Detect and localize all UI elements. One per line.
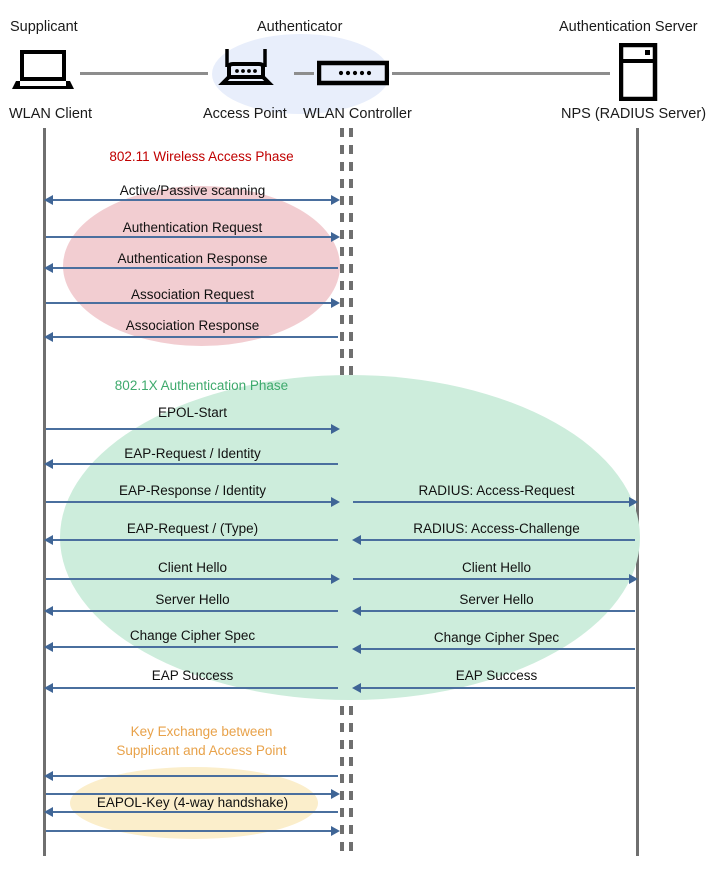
role-label-authenticator: Authenticator [257, 19, 343, 35]
arrowhead-left-change-cipher-spec-right [352, 644, 361, 654]
wire-ap-to-controller [294, 72, 314, 75]
arrowhead-right-client-hello-right [629, 574, 638, 584]
arrowhead-right-eap-response-identity [331, 497, 340, 507]
access-point-icon [217, 47, 275, 92]
message-label-client-hello-right: Client Hello [461, 560, 532, 575]
message-arrow-key-exchange-1 [46, 775, 338, 777]
arrowhead-right-authentication-request [331, 232, 340, 242]
message-label-eap-success-right: EAP Success [455, 668, 538, 683]
message-arrow-key-exchange-4 [46, 830, 336, 832]
arrowhead-left-key-exchange-3 [44, 807, 53, 817]
message-label-epol-start: EPOL-Start [157, 405, 228, 420]
device-label-nps-radius-server: NPS (RADIUS Server) [561, 106, 707, 122]
message-arrow-eap-request-type [46, 539, 338, 541]
message-label-eap-request-type: EAP-Request / (Type) [126, 521, 259, 536]
message-label-eap-response-identity: EAP-Response / Identity [118, 483, 267, 498]
message-label-eap-success-left: EAP Success [151, 668, 234, 683]
phase-key-exchange-title-line2: Supplicant and Access Point [116, 743, 287, 758]
arrowhead-right-key-exchange-4 [331, 826, 340, 836]
laptop-icon [12, 50, 74, 90]
arrowhead-left-authentication-response [44, 263, 53, 273]
message-arrow-key-exchange-3 [46, 811, 338, 813]
message-arrow-authentication-response [46, 267, 338, 269]
message-arrow-client-hello-left [46, 578, 336, 580]
arrowhead-right-radius-access-request [629, 497, 638, 507]
message-arrow-epol-start [46, 428, 336, 430]
message-label-change-cipher-spec-left: Change Cipher Spec [129, 628, 256, 643]
message-arrow-eap-response-identity [46, 501, 336, 503]
message-arrow-eap-success-left [46, 687, 338, 689]
arrowhead-left-change-cipher-spec-left [44, 642, 53, 652]
message-arrow-radius-access-challenge [355, 539, 635, 541]
arrowhead-left-key-exchange-1 [44, 771, 53, 781]
message-arrow-eap-success-right [355, 687, 635, 689]
arrowhead-left-server-hello-left [44, 606, 53, 616]
message-label-radius-access-challenge: RADIUS: Access-Challenge [413, 521, 580, 536]
phase-80211-title: 802.11 Wireless Access Phase [109, 149, 294, 164]
device-label-wlan-controller: WLAN Controller [303, 106, 412, 122]
device-label-access-point: Access Point [203, 106, 287, 122]
message-label-change-cipher-spec-right: Change Cipher Spec [433, 630, 560, 645]
wire-client-to-ap [80, 72, 208, 75]
lifeline-supplicant [43, 128, 46, 856]
arrowhead-right-client-hello-left [331, 574, 340, 584]
arrowhead-left-scanning [44, 195, 53, 205]
role-label-supplicant: Supplicant [10, 19, 78, 35]
arrowhead-right-association-request [331, 298, 340, 308]
phase-key-exchange-title-line1: Key Exchange between [130, 724, 273, 739]
message-arrow-association-request [46, 302, 336, 304]
message-label-client-hello-left: Client Hello [157, 560, 228, 575]
message-label-association-request: Association Request [130, 287, 255, 302]
message-arrow-server-hello-right [355, 610, 635, 612]
phase-8021x-ellipse [60, 375, 640, 700]
wire-controller-to-server [392, 72, 610, 75]
arrowhead-left-eap-success-right [352, 683, 361, 693]
role-label-authentication-server: Authentication Server [559, 19, 698, 35]
arrowhead-right-key-exchange-2 [331, 789, 340, 799]
message-arrow-server-hello-left [46, 610, 338, 612]
message-arrow-change-cipher-spec-left [46, 646, 338, 648]
phase-8021x-title: 802.1X Authentication Phase [114, 378, 289, 393]
message-arrow-authentication-request [46, 236, 336, 238]
server-icon [618, 42, 659, 102]
message-label-eapol-key-4-way-handshake: EAPOL-Key (4-way handshake) [96, 795, 289, 810]
phase-key-exchange-ellipse [70, 767, 318, 839]
arrowhead-left-server-hello-right [352, 606, 361, 616]
message-arrow-eap-request-identity [46, 463, 338, 465]
message-arrow-active-passive-scanning [46, 199, 338, 201]
lifeline-auth-server [636, 128, 639, 856]
device-label-wlan-client: WLAN Client [9, 106, 92, 122]
wlan-controller-icon [316, 60, 390, 86]
arrowhead-left-radius-access-challenge [352, 535, 361, 545]
message-arrow-association-response [46, 336, 338, 338]
arrowhead-left-eap-success-left [44, 683, 53, 693]
message-arrow-radius-access-request [353, 501, 633, 503]
arrowhead-left-eap-request-identity [44, 459, 53, 469]
message-label-server-hello-left: Server Hello [155, 592, 230, 607]
arrowhead-right-epol-start [331, 424, 340, 434]
message-label-eap-request-identity: EAP-Request / Identity [124, 446, 261, 461]
arrowhead-left-eap-request-type [44, 535, 53, 545]
message-arrow-client-hello-right [353, 578, 633, 580]
message-label-authentication-request: Authentication Request [122, 220, 263, 235]
message-arrow-change-cipher-spec-right [355, 648, 635, 650]
phase-80211-ellipse [63, 186, 340, 346]
message-arrow-key-exchange-2 [46, 793, 336, 795]
arrowhead-left-association-response [44, 332, 53, 342]
message-label-server-hello-right: Server Hello [459, 592, 534, 607]
message-label-radius-access-request: RADIUS: Access-Request [418, 483, 575, 498]
message-label-active-passive-scanning: Active/Passive scanning [119, 183, 266, 198]
message-label-authentication-response: Authentication Response [117, 251, 268, 266]
message-label-association-response: Association Response [125, 318, 260, 333]
arrowhead-right-scanning [331, 195, 340, 205]
